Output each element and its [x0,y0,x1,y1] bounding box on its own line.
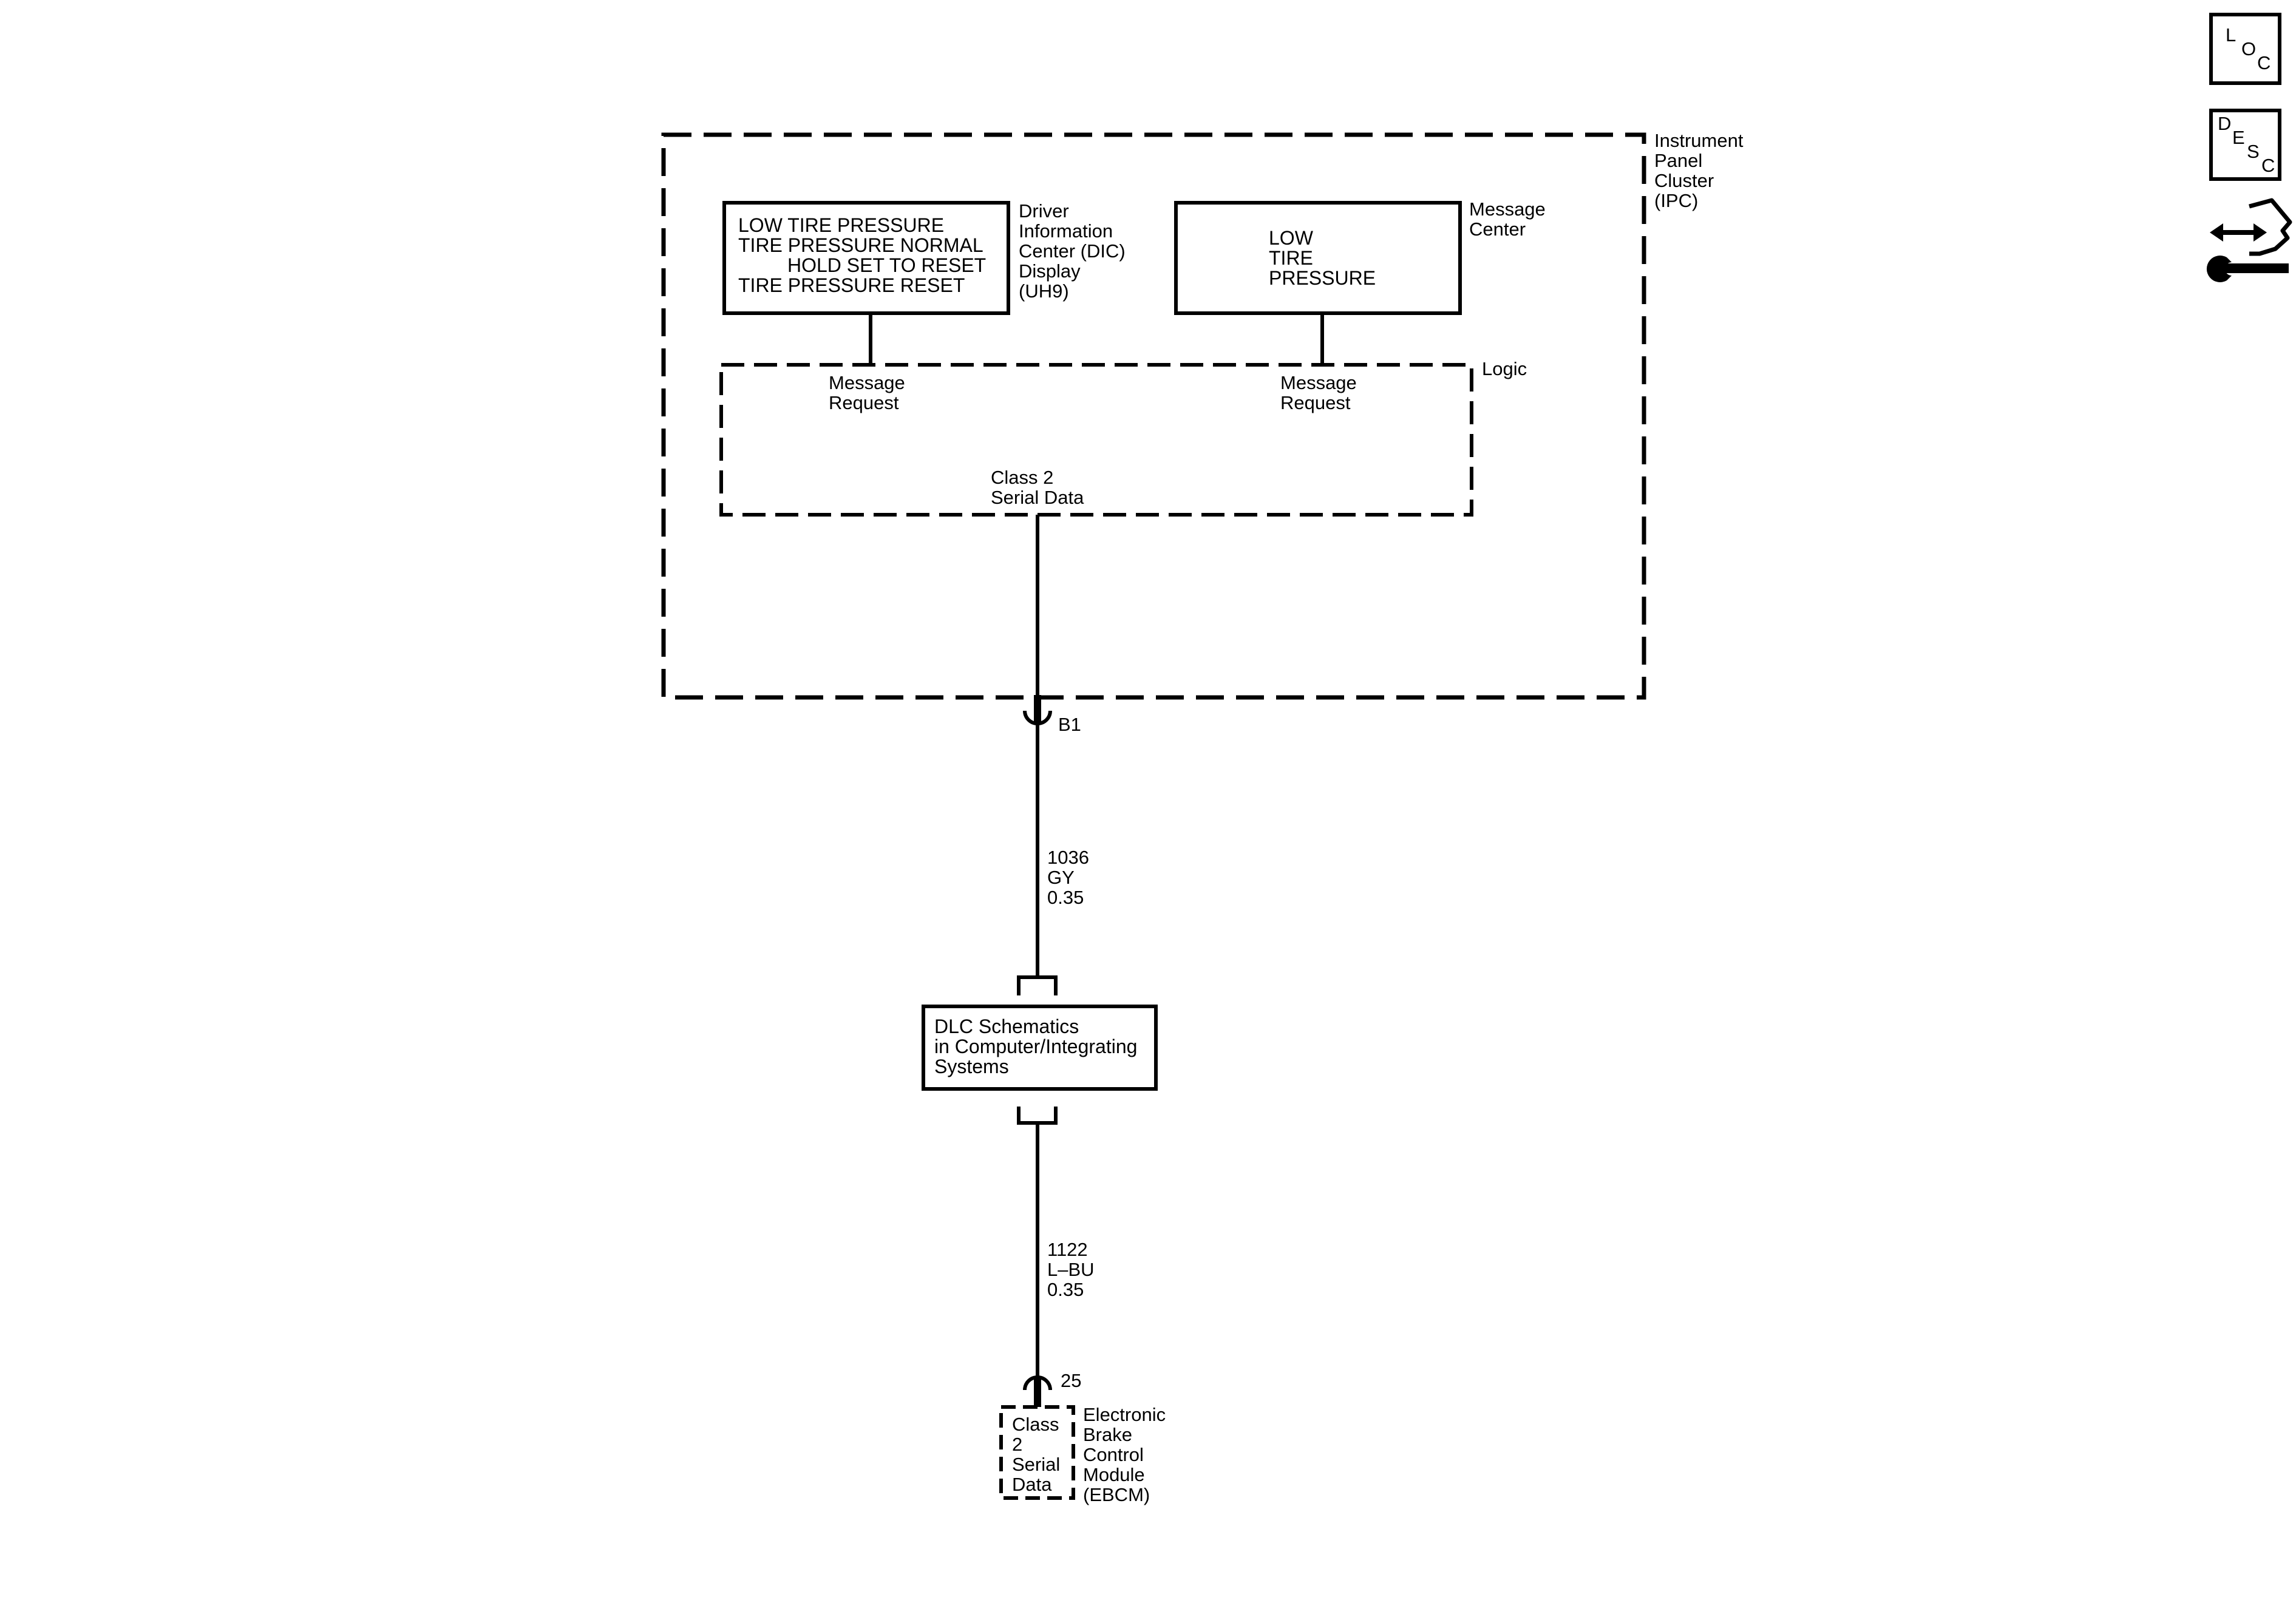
ebcm-box-line: Data [1012,1474,1052,1495]
ebcm-label: Electronic Brake Control Module (EBCM) [1083,1404,1166,1505]
dic-display-text: LOW TIRE PRESSURE TIRE PRESSURE NORMAL H… [738,214,986,296]
wire-1036-line: 1036 [1047,847,1089,868]
dic-display-line: TIRE PRESSURE NORMAL [738,234,983,256]
message-request-line: Request [829,392,899,413]
dic-display-line: TIRE PRESSURE RESET [738,274,965,296]
desc-letter: C [2261,155,2275,176]
dic-display-box [722,201,1010,315]
dlc-line: DLC Schematics [934,1015,1079,1037]
logic-outline [719,363,1473,517]
wire-1036-label: 1036 GY 0.35 [1047,847,1089,908]
class2-line: Class 2 [991,467,1053,488]
ebcm-outline [999,1405,1075,1500]
loc-letter: L [2226,24,2236,46]
message-center-display-line: LOW [1269,227,1314,249]
message-request-line: Request [1280,392,1351,413]
ipc-label-line: Instrument [1654,130,1744,151]
desc-letter: D [2218,113,2231,134]
message-request-left: Message Request [829,372,905,413]
dlc-line: in Computer/Integrating [934,1036,1137,1057]
ebcm-pin-connector-symbol [1023,1375,1052,1391]
wire-1122-line: L–BU [1047,1259,1095,1280]
wire-1122-line: 0.35 [1047,1279,1084,1300]
message-center-display-line: PRESSURE [1269,267,1376,289]
ipc-label-line: Panel [1654,150,1702,171]
ebcm-box-line: Serial [1012,1454,1060,1475]
wire-1122-label: 1122 L–BU 0.35 [1047,1239,1095,1300]
ebcm-box-text: Class 2 Serial Data [1012,1414,1060,1495]
message-request-line: Message [1280,372,1357,393]
ipc-label-line: Cluster [1654,170,1714,191]
dic-display-line: LOW TIRE PRESSURE [738,214,944,236]
ebcm-label-line: Control [1083,1444,1144,1465]
loc-letter: O [2241,38,2256,59]
ipc-outline [661,132,1646,700]
wire-1036-line: GY [1047,867,1075,888]
logic-label: Logic [1482,358,1527,379]
dic-label-line: Display [1019,260,1081,282]
message-request-right: Message Request [1280,372,1357,413]
message-center-display-line: TIRE [1269,247,1313,269]
message-center-label: Message Center [1469,198,1546,240]
message-center-display-text: LOW TIRE PRESSURE [1269,227,1376,289]
message-request-line: Message [829,372,905,393]
ebcm-box-line: Class [1012,1414,1059,1435]
desc-letter: E [2232,127,2245,148]
connector-wrench-icon[interactable] [2206,198,2292,282]
loc-letter: C [2257,52,2271,73]
dic-label-line: Center (DIC) [1019,240,1126,262]
ebcm-label-line: (EBCM) [1083,1484,1150,1505]
dlc-top-connector [1017,975,1058,995]
ipc-label-line: (IPC) [1654,190,1698,211]
wire-1036-line: 0.35 [1047,887,1084,908]
ipc-label: Instrument Panel Cluster (IPC) [1654,130,1744,211]
class2-line: Serial Data [991,487,1084,508]
message-center-label-line: Center [1469,219,1526,240]
message-center-label-line: Message [1469,198,1546,220]
ebcm-label-line: Electronic [1083,1404,1166,1425]
ebcm-label-line: Module [1083,1464,1145,1485]
ebcm-pin-label: 25 [1061,1370,1081,1391]
ebcm-label-line: Brake [1083,1424,1132,1445]
desc-icon[interactable]: D E S C [2209,109,2281,181]
desc-letter: S [2247,141,2260,162]
dic-display-line: HOLD SET TO RESET [787,254,986,276]
dic-label-line: Driver [1019,200,1069,222]
class2-serial-data-label: Class 2 Serial Data [991,467,1084,508]
dic-label-line: (UH9) [1019,280,1069,302]
message-center-box [1174,201,1462,315]
dlc-text: DLC Schematics in Computer/Integrating S… [934,1015,1137,1077]
ebcm-box-line: 2 [1012,1434,1022,1455]
connector-b1-label: B1 [1058,714,1081,735]
dic-label: Driver Information Center (DIC) Display … [1019,200,1126,302]
loc-icon[interactable]: L O C [2209,13,2281,85]
dlc-box [922,1005,1158,1091]
dic-label-line: Information [1019,220,1113,242]
dlc-line: Systems [934,1056,1009,1077]
wire-1122-line: 1122 [1047,1239,1088,1260]
dlc-bottom-connector [1017,1107,1058,1125]
